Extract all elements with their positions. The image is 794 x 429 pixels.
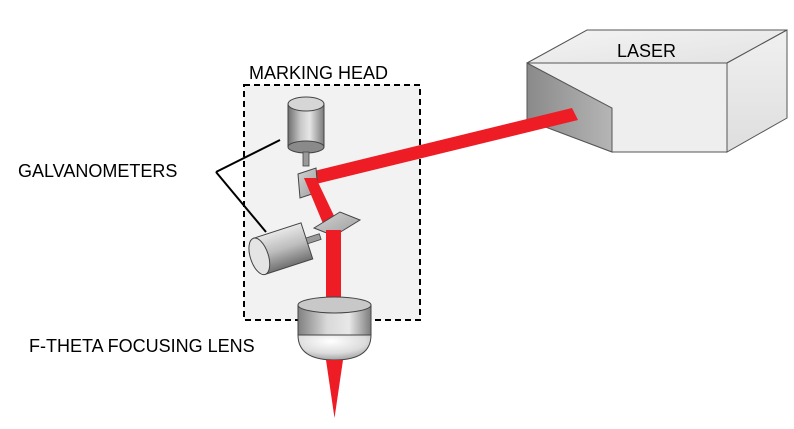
galvanometer-motor-upper — [287, 96, 325, 167]
marking-head-label: MARKING HEAD — [249, 63, 388, 83]
galvanometers-pointer-lines — [215, 139, 281, 233]
laser-beam-mirror-link — [304, 178, 336, 226]
laser-label: LASER — [617, 41, 676, 61]
laser-box — [526, 29, 788, 153]
f-theta-lens-label: F-THETA FOCUSING LENS — [29, 336, 255, 356]
laser-beam-horizontal — [310, 108, 578, 184]
focused-laser-beam — [326, 360, 343, 418]
galvanometer-motor-lower — [248, 222, 322, 276]
laser-beam-vertical — [326, 230, 341, 306]
galvanometers-label: GALVANOMETERS — [18, 161, 177, 181]
f-theta-lens — [297, 296, 372, 361]
